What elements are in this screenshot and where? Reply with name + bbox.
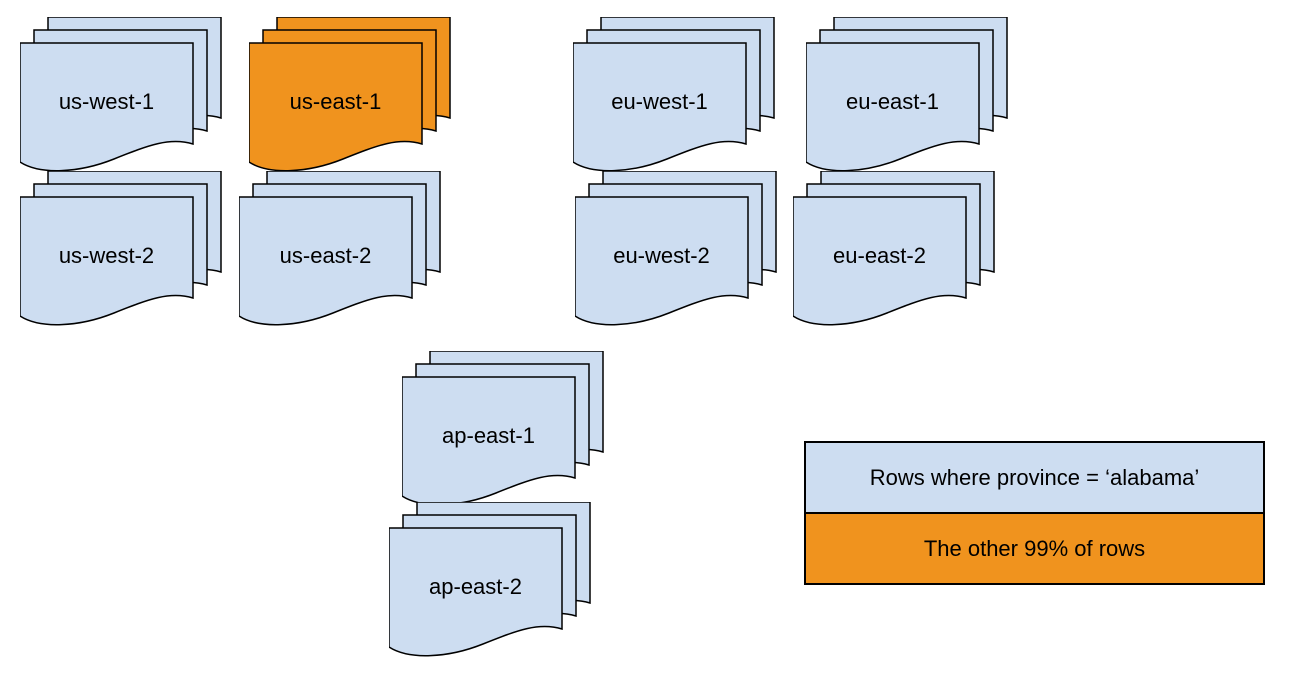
document-stack-icon xyxy=(574,170,777,326)
region-stack-eu-west-1: eu-west-1 xyxy=(572,16,777,179)
document-stack-icon xyxy=(401,350,604,506)
document-stack-icon xyxy=(19,16,222,172)
region-stack-us-east-1: us-east-1 xyxy=(248,16,453,179)
region-stack-eu-east-1: eu-east-1 xyxy=(805,16,1010,179)
region-stack-eu-east-2: eu-east-2 xyxy=(792,170,997,333)
legend-item-alabama-rows: Rows where province = ‘alabama’ xyxy=(806,443,1263,514)
region-stack-us-west-1: us-west-1 xyxy=(19,16,224,179)
document-stack-icon xyxy=(19,170,222,326)
document-stack-icon xyxy=(805,16,1008,172)
legend-item-label: Rows where province = ‘alabama’ xyxy=(869,464,1200,490)
legend-item-other-rows: The other 99% of rows xyxy=(806,514,1263,583)
document-stack-icon xyxy=(238,170,441,326)
region-stack-ap-east-2: ap-east-2 xyxy=(388,501,593,664)
legend: Rows where province = ‘alabama’ The othe… xyxy=(804,441,1265,585)
document-stack-icon xyxy=(792,170,995,326)
document-stack-icon xyxy=(388,501,591,657)
region-stack-us-west-2: us-west-2 xyxy=(19,170,224,333)
region-stack-ap-east-1: ap-east-1 xyxy=(401,350,606,513)
region-stack-us-east-2: us-east-2 xyxy=(238,170,443,333)
legend-item-label: The other 99% of rows xyxy=(923,535,1146,561)
document-stack-icon xyxy=(248,16,451,172)
document-stack-icon xyxy=(572,16,775,172)
region-stack-eu-west-2: eu-west-2 xyxy=(574,170,779,333)
